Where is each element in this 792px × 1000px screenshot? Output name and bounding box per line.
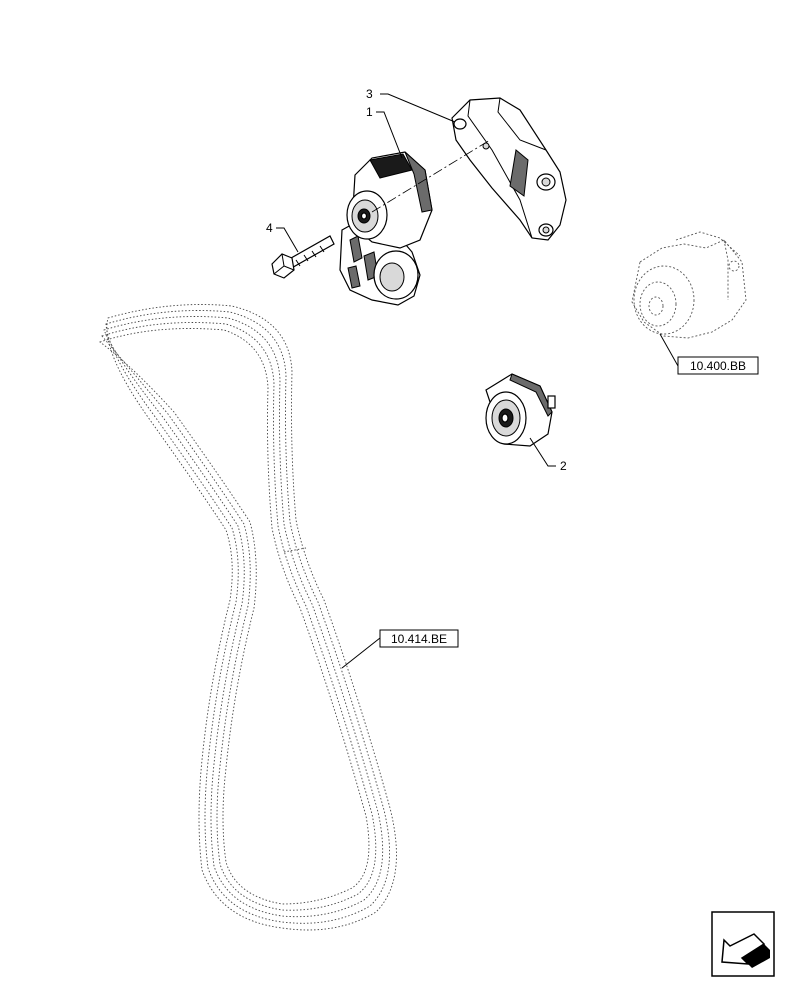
ref-water-pump[interactable]: 10.400.BB (659, 333, 759, 375)
ref-belt-label[interactable]: 10.414.BE (391, 632, 447, 646)
callout-1: 1 (366, 105, 403, 159)
idler-pulley (485, 373, 556, 447)
callout-1-label: 1 (366, 105, 373, 119)
callout-3: 3 (366, 87, 456, 123)
assembly-centerline (371, 139, 491, 213)
callout-3-label: 3 (366, 87, 373, 101)
belt-tensioner (339, 151, 433, 306)
previous-page-arrow-icon[interactable] (711, 911, 775, 977)
callout-4-label: 4 (266, 221, 273, 235)
callout-4: 4 (266, 221, 299, 253)
bolt (271, 235, 335, 279)
callout-2: 2 (529, 437, 567, 473)
poly-v-belt-ghost (99, 304, 397, 931)
callout-2-label: 2 (560, 459, 567, 473)
water-pump-ghost (631, 231, 747, 339)
ref-water-pump-label[interactable]: 10.400.BB (690, 359, 746, 373)
mounting-bracket (451, 97, 567, 241)
ref-belt[interactable]: 10.414.BE (341, 629, 459, 669)
